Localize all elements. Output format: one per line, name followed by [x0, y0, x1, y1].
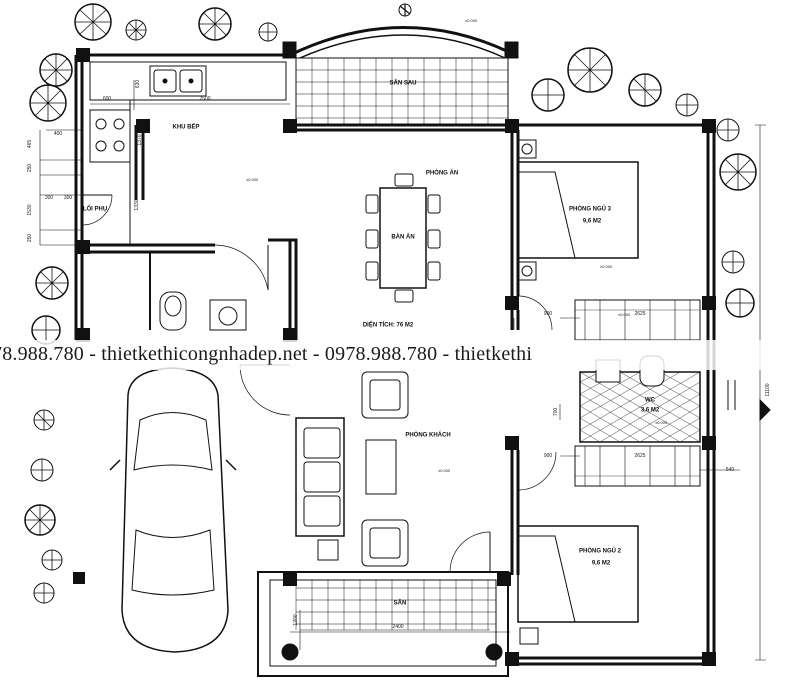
dim-2625b: 2625 [634, 453, 646, 459]
label-san: SÂN [393, 600, 407, 607]
bedroom-3-bed [517, 139, 639, 281]
label-khu-bep: KHU BẾP [172, 124, 200, 131]
elevation-top: ±0.000 [465, 18, 478, 23]
watermark-text: 78.988.780 - thietkethicongnhadep.net - … [0, 343, 533, 365]
label-loi-phu: LỐI PHỤ [82, 206, 108, 213]
dim-465: 465 [27, 139, 33, 149]
bedroom-3-door [517, 295, 553, 331]
label-phong-khach: PHÒNG KHÁCH [405, 432, 451, 439]
dim-900b: 900 [543, 453, 553, 459]
living-room-furniture [295, 371, 409, 567]
north-arrow-icon [398, 3, 412, 17]
dim-2500: 2500 [199, 96, 211, 102]
watermark-band: 78.988.780 - thietkethicongnhadep.net - … [0, 340, 800, 370]
dim-540: 540 [725, 467, 735, 473]
living-left-door [239, 364, 291, 416]
dim-300a: 300 [44, 195, 54, 201]
label-phong-ngu-3-area: 9,6 M2 [582, 218, 602, 225]
dining-table [365, 173, 441, 303]
tree-cluster-top-left [74, 3, 278, 42]
label-phong-ngu-2: PHÒNG NGỦ 2 [578, 548, 622, 555]
dim-1200: 1200 [293, 614, 299, 626]
label-wc-area: 3,6 M2 [640, 407, 660, 414]
main-door [449, 531, 491, 573]
elevation-wc: ±0.000 [655, 420, 668, 425]
elevation-kitchen: ±0.000 [246, 177, 259, 182]
dimension-lines [39, 80, 766, 661]
elevation-bedroom-3: ±0.000 [600, 264, 613, 269]
label-phong-an: PHÒNG ĂN [425, 170, 459, 177]
label-phong-ngu-2-area: 9,6 M2 [591, 560, 611, 567]
dim-2400: 2400 [392, 624, 404, 630]
wardrobe-bottom [574, 445, 701, 487]
label-dien-tich: DIỆN TÍCH: 76 M2 [362, 322, 414, 329]
structural-columns [73, 48, 716, 666]
bedroom-2-door [517, 450, 557, 491]
back-yard-area [282, 26, 519, 125]
label-ban-an: BÀN ĂN [391, 234, 415, 241]
dim-400: 400 [53, 131, 63, 137]
exterior-walls [74, 53, 716, 666]
dim-630: 630 [135, 79, 141, 89]
dim-2625a: 2625 [634, 311, 646, 317]
car [109, 367, 237, 653]
side-door [81, 194, 113, 226]
front-yard-area [257, 571, 509, 677]
tree-cluster-right [531, 47, 757, 318]
section-marker-icon [759, 398, 771, 422]
toilet-room-left [149, 244, 269, 331]
dim-300b: 300 [63, 195, 73, 201]
elevation-right: ±0.000 [618, 312, 631, 317]
dim-900a: 900 [543, 311, 553, 317]
label-san-sau: SÂN SAU [389, 80, 417, 87]
dim-1530: 1530 [27, 204, 33, 216]
label-wc: WC [645, 397, 655, 404]
dim-250a: 250 [27, 163, 33, 173]
elevation-living: ±0.000 [438, 468, 451, 473]
dim-700: 700 [553, 407, 559, 417]
wardrobe-top [574, 299, 701, 341]
dim-1370: 1370 [137, 134, 143, 146]
dim-250b: 250 [27, 233, 33, 243]
dim-1330: 1330 [134, 199, 140, 211]
kitchen-area [89, 61, 287, 245]
tree-cluster-left [24, 53, 73, 604]
dim-600: 600 [102, 96, 112, 102]
dim-11100: 11100 [765, 383, 771, 397]
bedroom-2-bed [517, 525, 639, 645]
label-phong-ngu-3: PHÒNG NGỦ 3 [568, 206, 612, 213]
